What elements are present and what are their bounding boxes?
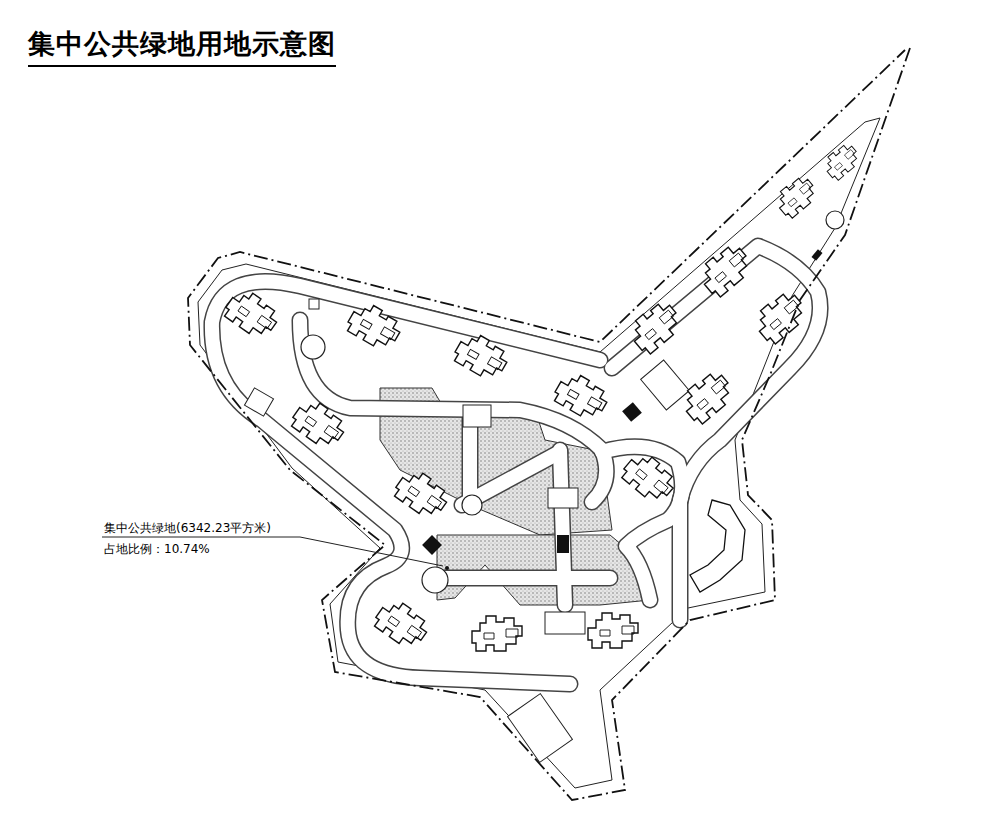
site-boundary: [188, 48, 910, 800]
plaza-block: [244, 360, 689, 762]
site-ground: [198, 118, 880, 788]
ratio-label: 占地比例：10.74%: [103, 541, 211, 557]
curved-building: [690, 500, 745, 592]
building-footprint: [221, 141, 863, 653]
road-network: [212, 246, 820, 684]
turnaround-circle: [301, 211, 844, 593]
leader-dot: [445, 566, 449, 570]
leader-line: [102, 537, 443, 566]
small-structure: [309, 299, 319, 309]
callout-label: 集中公共绿地(6342.23平方米): [103, 520, 272, 536]
plan-title: 集中公共绿地用地示意图: [28, 26, 336, 67]
